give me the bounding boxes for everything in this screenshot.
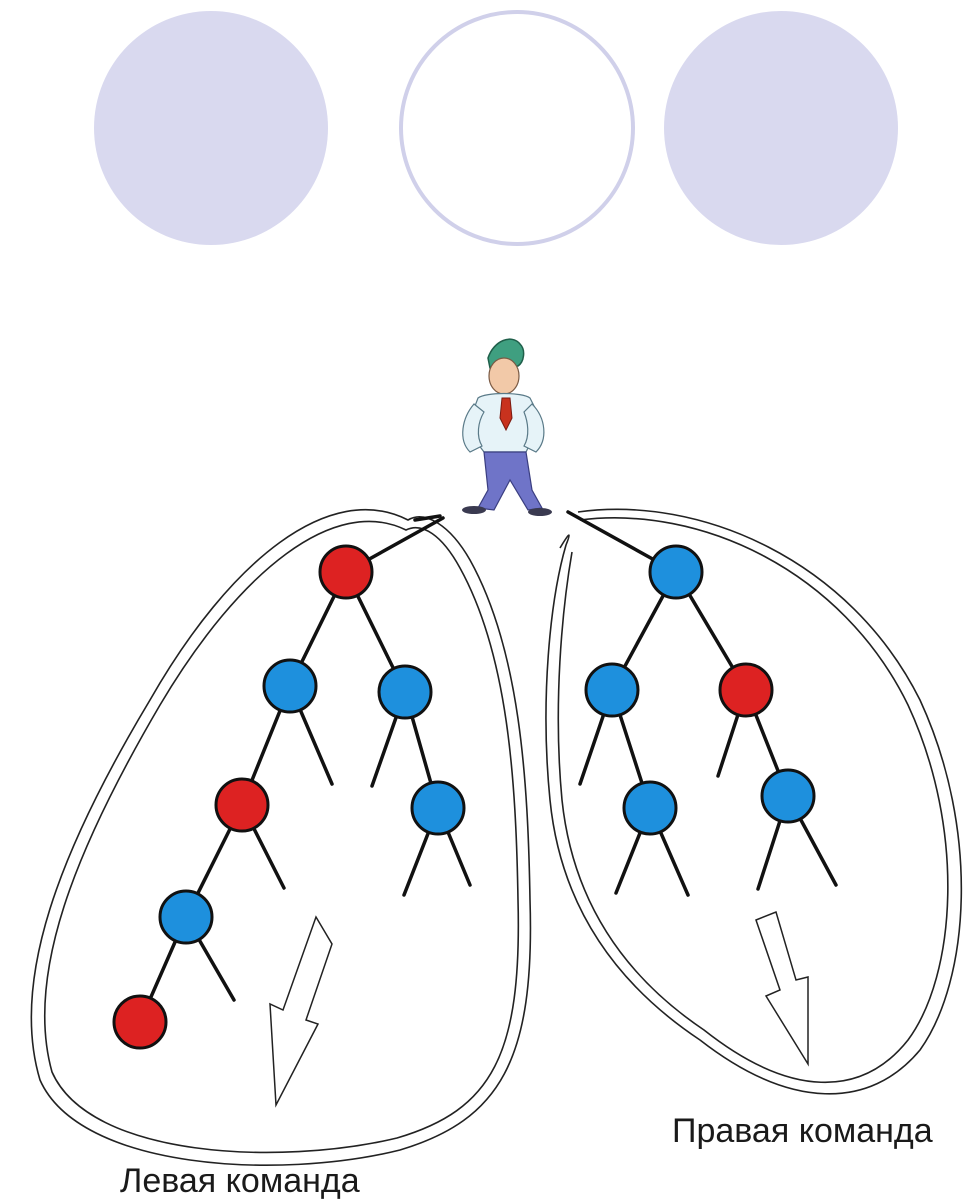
- right-team-label: Правая команда: [672, 1112, 933, 1150]
- right-tree-edges: [580, 572, 836, 895]
- right-team-outline: [546, 509, 961, 1093]
- header-circle-right: [664, 11, 898, 245]
- left-down-arrow-icon: [270, 917, 332, 1105]
- right-node-l2-left: [624, 782, 676, 834]
- left-node-l2-left: [216, 779, 268, 831]
- left-node-l4: [114, 996, 166, 1048]
- left-node-l3: [160, 891, 212, 943]
- right-node-l2-right: [762, 770, 814, 822]
- left-tree-nodes: [114, 546, 464, 1048]
- right-node-l1-left: [586, 664, 638, 716]
- right-node-root: [650, 546, 702, 598]
- root-edges: [346, 512, 676, 572]
- left-team-label: Левая команда: [120, 1162, 360, 1200]
- left-node-l1-left: [264, 660, 316, 712]
- header-circle-middle: [401, 12, 633, 244]
- left-node-root: [320, 546, 372, 598]
- left-node-l1-right: [379, 666, 431, 718]
- right-tree-nodes: [586, 546, 814, 834]
- right-down-arrow-icon: [756, 912, 808, 1064]
- manager-person-icon: [462, 339, 552, 516]
- left-node-l2-right: [412, 782, 464, 834]
- header-circles: [94, 11, 898, 245]
- right-node-l1-right: [720, 664, 772, 716]
- header-circle-left: [94, 11, 328, 245]
